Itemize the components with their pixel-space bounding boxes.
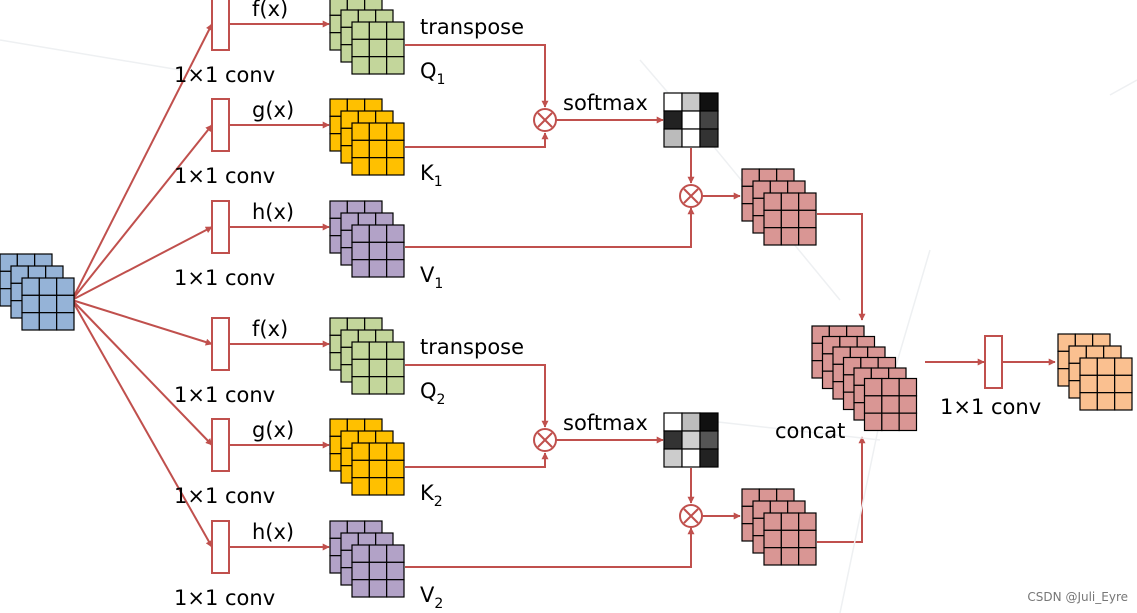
arrows-layer: [71, 20, 1056, 568]
branch1-qk-multiply-icon: [533, 108, 557, 132]
branch2-query-label: Q2: [420, 379, 445, 408]
branch1-key-stack: [329, 98, 405, 176]
branch1-f-conv-label: 1×1 conv: [174, 63, 275, 87]
final-output-stack: [1057, 333, 1133, 411]
branch1-output-stack: [741, 168, 817, 246]
branch2-qk-multiply-icon: [533, 428, 557, 452]
labels-layer: f(x) 1×1 conv g(x) 1×1 conv h(x) 1×1 conv Q1K1…: [174, 0, 1041, 612]
branch1-g-input-arrow: [71, 124, 213, 301]
branch1-transpose-arrow: [405, 44, 549, 108]
head1-to-concat-arrow: [817, 213, 866, 321]
branch2-query-stack: [329, 317, 405, 395]
branch1-h-conv-label: 1×1 conv: [174, 266, 275, 290]
final-conv-label: 1×1 conv: [940, 395, 1041, 419]
final-conv-box: [984, 335, 1003, 389]
input-feature-map: [0, 253, 75, 331]
watermark-text: CSDN @Juli_Eyre: [1027, 590, 1128, 604]
branch1-g-conv-box: [211, 98, 230, 152]
branch2-g-function-label: g(x): [252, 418, 294, 442]
branch1-f-conv-box: [211, 0, 230, 51]
branch2-f-input-arrow: [71, 299, 213, 346]
branch2-h-input-arrow: [71, 299, 213, 548]
concat-stack: [811, 325, 918, 432]
branch2-f-conv-box: [211, 317, 230, 371]
branch2-value-arrow: [405, 527, 695, 568]
branch1-h-function-label: h(x): [252, 200, 294, 224]
branch2-g-conv-box: [211, 418, 230, 472]
branch2-value-stack: [329, 520, 405, 598]
branch2-g-conv-label: 1×1 conv: [174, 484, 275, 508]
branch2-value-label: V2: [420, 583, 443, 612]
branch1-softmax-label: softmax: [563, 91, 648, 115]
branch2-h-function-label: h(x): [252, 520, 294, 544]
branch2-key-label: K2: [420, 481, 443, 510]
branch1-attention-map: [663, 92, 719, 148]
branch2-transpose-label: transpose: [420, 335, 524, 359]
branch1-f-function-label: f(x): [252, 0, 288, 21]
branch1-value-arrow: [405, 207, 695, 248]
branch2-key-arrow: [405, 452, 549, 468]
branch2-attention-map: [663, 412, 719, 468]
branch2-h-conv-label: 1×1 conv: [174, 586, 275, 610]
branch1-value-stack: [329, 200, 405, 278]
branch1-key-arrow: [405, 132, 549, 148]
branch1-g-function-label: g(x): [252, 98, 294, 122]
branch1-value-label: V1: [420, 263, 443, 292]
branch1-g-conv-label: 1×1 conv: [174, 164, 275, 188]
branch1-h-conv-box: [211, 200, 230, 254]
branch2-f-function-label: f(x): [252, 317, 288, 341]
head2-to-concat-arrow: [817, 436, 866, 543]
branch1-transpose-label: transpose: [420, 15, 524, 39]
branch2-f-conv-label: 1×1 conv: [174, 383, 275, 407]
branch1-query-label: Q1: [420, 59, 445, 88]
branch2-transpose-arrow: [405, 364, 549, 428]
branch1-key-label: K1: [420, 161, 443, 190]
branch2-output-stack: [741, 488, 817, 566]
branch2-key-stack: [329, 418, 405, 496]
branch2-g-input-arrow: [71, 299, 213, 446]
branch2-h-conv-box: [211, 520, 230, 574]
branch1-f-input-arrow: [71, 23, 213, 301]
branch1-query-stack: [329, 0, 405, 75]
branch2-softmax-label: softmax: [563, 411, 648, 435]
concat-label: concat: [775, 419, 845, 443]
branch1-av-multiply-icon: [679, 184, 703, 208]
background-texture: [0, 39, 1137, 613]
branch1-h-input-arrow: [71, 226, 213, 301]
branch2-av-multiply-icon: [679, 504, 703, 528]
